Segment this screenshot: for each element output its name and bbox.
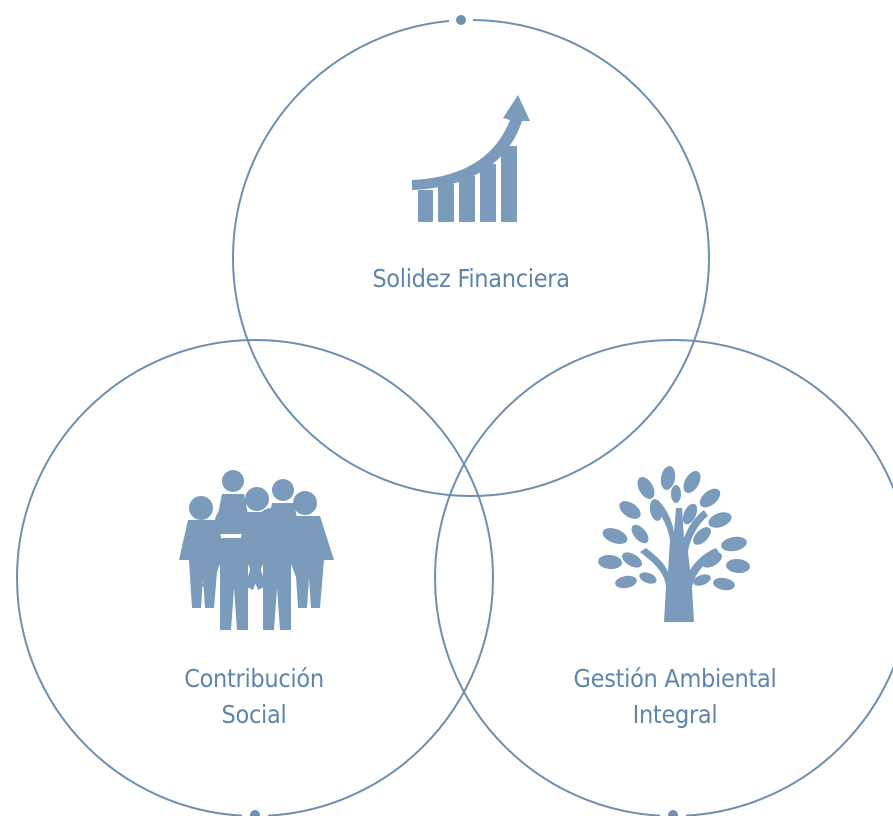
label-line: Gestión Ambiental [573,664,777,693]
label-line: Integral [632,700,718,729]
circle-solidez-financiera [232,19,710,497]
label-line: Social [221,700,287,729]
label-line: Contribución [184,664,324,693]
label-gestion-ambiental: Gestión Ambiental Integral [475,661,875,733]
people-group-icon [179,470,334,630]
label-contribucion-social: Contribución Social [54,661,454,733]
label-line: Solidez Financiera [372,264,570,293]
bottom-right-dot [668,810,678,820]
growth-bar-chart-icon [412,95,530,222]
label-solidez-financiera: Solidez Financiera [271,261,671,297]
top-dot [456,15,466,25]
tree-icon [598,466,750,622]
bottom-left-dot [250,810,260,820]
